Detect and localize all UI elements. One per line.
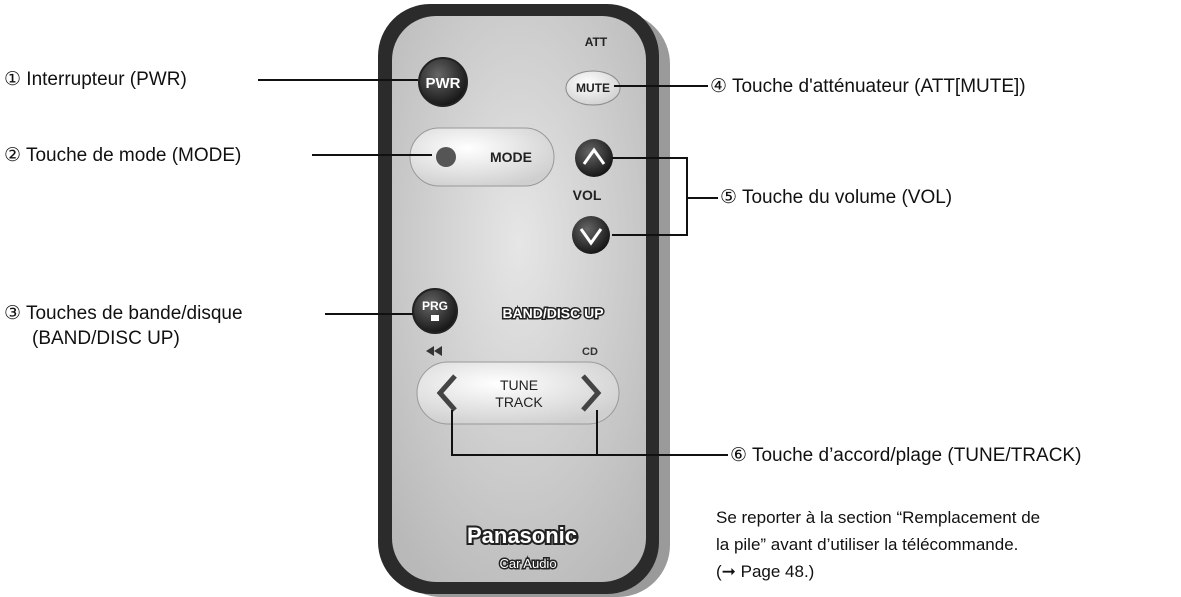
brand-logo: Panasonic [467, 523, 577, 548]
label-att-mute: ④ Touche d'atténuateur (ATT[MUTE]) [710, 75, 1026, 98]
note-line-1: Se reporter à la section “Remplacement d… [716, 504, 1040, 531]
note-line-2: la pile” avant d’utiliser la télécommand… [716, 531, 1018, 558]
label-vol: ⑤ Touche du volume (VOL) [720, 186, 952, 209]
mute-button-label: MUTE [576, 81, 610, 95]
mode-button-dot [436, 147, 456, 167]
att-label: ATT [585, 35, 608, 49]
mode-button [410, 128, 554, 186]
band-disc-up-label: BAND/DISC UP [502, 305, 603, 321]
label-pwr: ① Interrupteur (PWR) [4, 68, 187, 91]
label-band-disc: ③ Touches de bande/disque [4, 302, 243, 325]
pwr-button-label: PWR [426, 75, 461, 92]
cd-label: CD [582, 346, 598, 358]
note-line-3: (➞ Page 48.) [716, 558, 814, 585]
vol-down-button [572, 216, 610, 254]
tune-label: TUNE [500, 377, 538, 393]
tune-track-button [417, 362, 619, 424]
label-mode: ② Touche de mode (MODE) [4, 144, 241, 167]
label-tune-track: ⑥ Touche d’accord/plage (TUNE/TRACK) [730, 444, 1081, 467]
mode-button-label: MODE [490, 149, 532, 165]
prg-button-label: PRG [422, 299, 448, 313]
brand-subtitle: Car Audio [499, 556, 556, 571]
vol-up-button [575, 139, 613, 177]
vol-label: VOL [573, 187, 602, 203]
track-label: TRACK [495, 394, 543, 410]
prg-button-mark [431, 315, 439, 321]
label-band-disc-sub: (BAND/DISC UP) [32, 327, 180, 350]
